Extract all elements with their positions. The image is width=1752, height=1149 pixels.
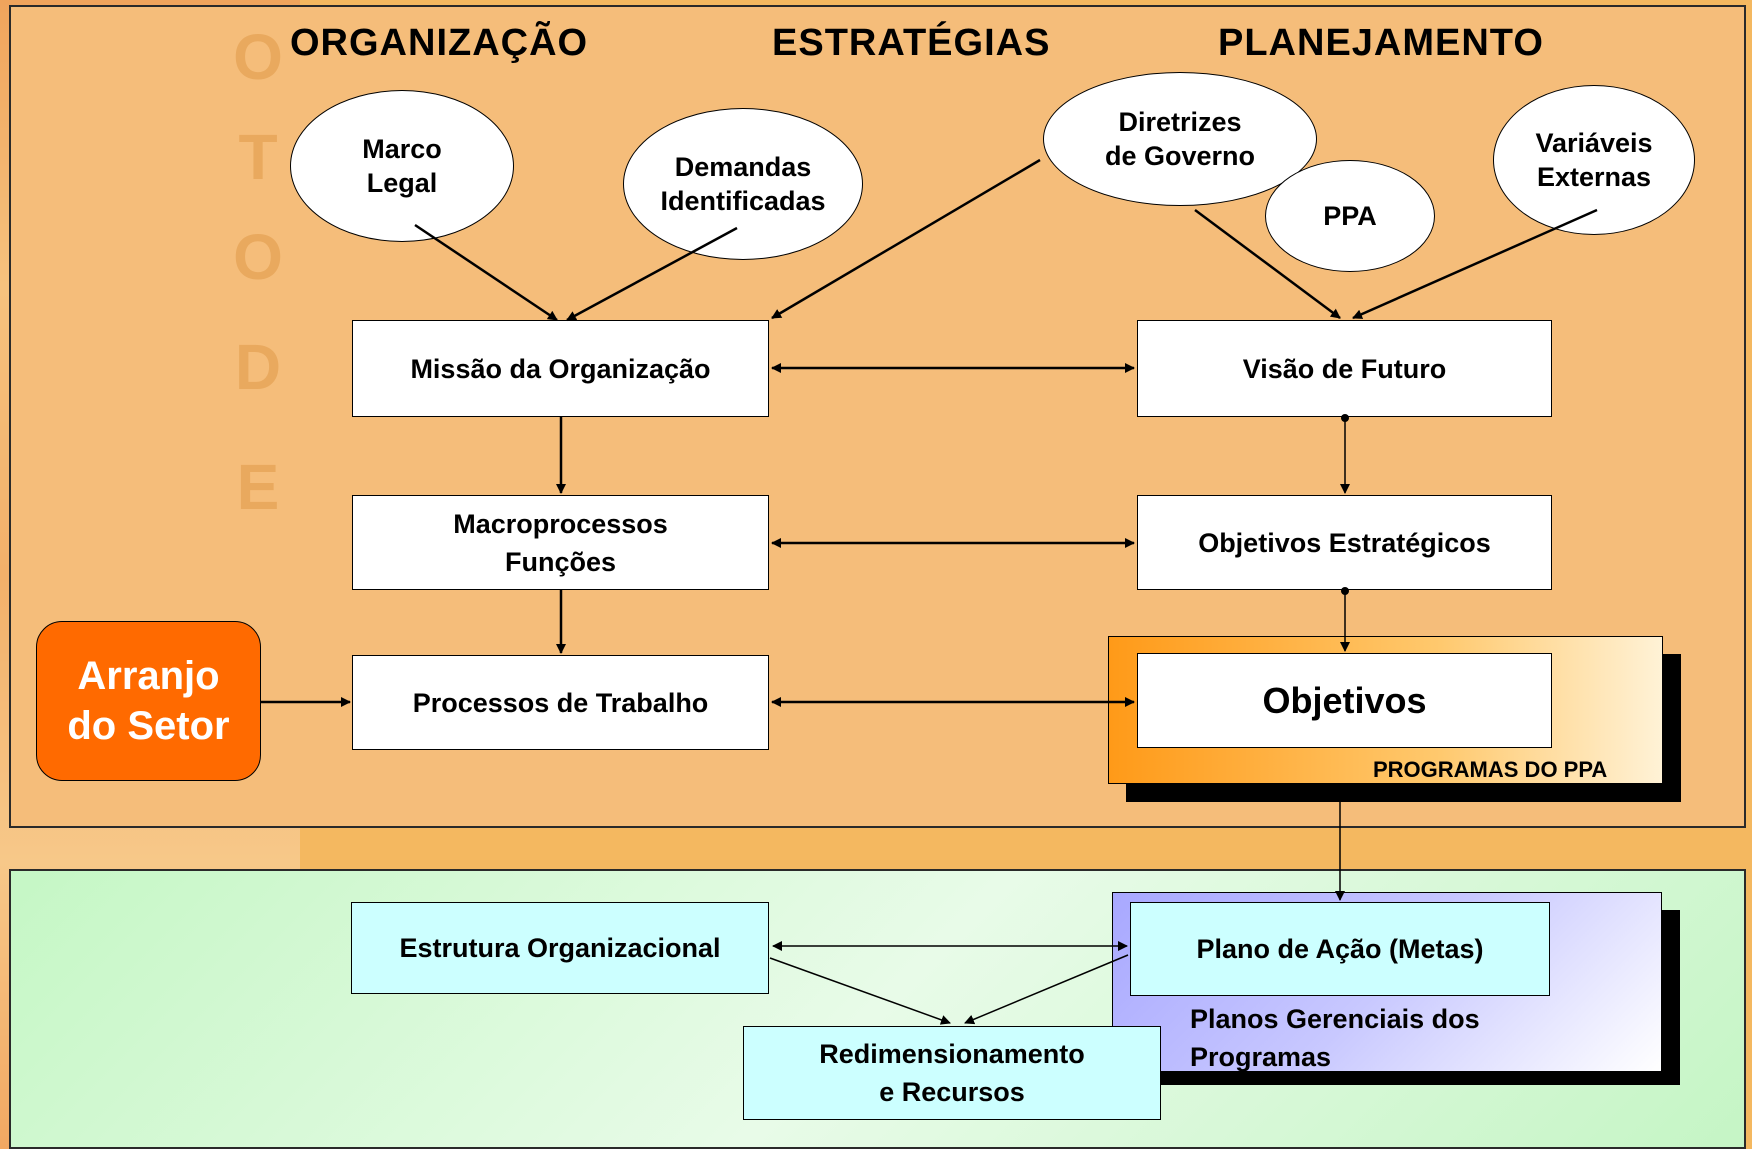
objetivos-label: Objetivos bbox=[1262, 679, 1427, 721]
obj-estrategicos-label: Objetivos Estratégicos bbox=[1198, 527, 1491, 558]
diretrizes-line2: de Governo bbox=[1104, 141, 1256, 171]
diretrizes-line1: Diretrizes bbox=[1118, 107, 1242, 137]
marco-legal-line2: Legal bbox=[366, 168, 438, 198]
diretrizes-ellipse: Diretrizes de Governo bbox=[1043, 72, 1317, 206]
junction-dot bbox=[1341, 414, 1349, 422]
processos-label: Processos de Trabalho bbox=[412, 687, 709, 718]
side-letter: O bbox=[233, 221, 283, 293]
header-organizacao: ORGANIZAÇÃO bbox=[290, 22, 589, 64]
side-letter: T bbox=[238, 121, 278, 193]
ppa-label: PPA bbox=[1323, 201, 1377, 231]
arrow-variaveis-visao bbox=[1352, 208, 1598, 320]
arrow-estrutura-redim bbox=[769, 957, 951, 1025]
arrow-plano-redim bbox=[964, 954, 1129, 1025]
visao-label: Visão de Futuro bbox=[1242, 353, 1447, 384]
junction-dot bbox=[1341, 587, 1349, 595]
planos-gerenciais-line1: Planos Gerenciais dos bbox=[1190, 1004, 1480, 1034]
header-planejamento: PLANEJAMENTO bbox=[1218, 22, 1544, 64]
estrutura-box: Estrutura Organizacional bbox=[351, 902, 769, 994]
missao-box: Missão da Organização bbox=[352, 320, 769, 417]
arranjo-setor-box: Arranjo do Setor bbox=[36, 621, 261, 781]
arrow-diretrizes-missao bbox=[771, 158, 1041, 320]
estrutura-label: Estrutura Organizacional bbox=[399, 933, 721, 963]
side-letter: D bbox=[234, 331, 282, 403]
planos-gerenciais-line2: Programas bbox=[1190, 1042, 1332, 1072]
demandas-line2: Identificadas bbox=[660, 186, 826, 216]
redim-line2: e Recursos bbox=[879, 1077, 1025, 1107]
arranjo-line1: Arranjo bbox=[77, 654, 220, 698]
plano-acao-box: Plano de Ação (Metas) bbox=[1130, 902, 1550, 996]
missao-label: Missão da Organização bbox=[410, 353, 711, 384]
processos-box: Processos de Trabalho bbox=[352, 655, 769, 750]
side-letter: E bbox=[236, 451, 280, 523]
arrow-diretrizes-visao bbox=[1194, 208, 1341, 320]
variaveis-line2: Externas bbox=[1536, 162, 1652, 192]
redim-line1: Redimensionamento bbox=[819, 1039, 1085, 1069]
demandas-line1: Demandas bbox=[674, 152, 812, 182]
header-estrategias: ESTRATÉGIAS bbox=[772, 22, 1051, 64]
plano-acao-label: Plano de Ação (Metas) bbox=[1196, 934, 1484, 964]
arrow-demandas-missao bbox=[566, 226, 738, 322]
objetivos-box: Objetivos bbox=[1137, 653, 1552, 748]
arrow-marco-missao bbox=[414, 223, 558, 322]
objetivos-estrategicos-box: Objetivos Estratégicos bbox=[1137, 495, 1552, 590]
macro-line1: Macroprocessos bbox=[453, 508, 668, 539]
marco-legal-line1: Marco bbox=[362, 134, 442, 164]
programas-ppa-label: PROGRAMAS DO PPA bbox=[1373, 757, 1608, 782]
macro-line2: Funções bbox=[504, 546, 617, 577]
visao-box: Visão de Futuro bbox=[1137, 320, 1552, 417]
side-letter: O bbox=[233, 21, 283, 93]
redimensionamento-box: Redimensionamento e Recursos bbox=[743, 1026, 1161, 1120]
variaveis-line1: Variáveis bbox=[1535, 128, 1653, 158]
arranjo-line2: do Setor bbox=[67, 704, 230, 748]
ppa-ellipse: PPA bbox=[1265, 160, 1435, 272]
